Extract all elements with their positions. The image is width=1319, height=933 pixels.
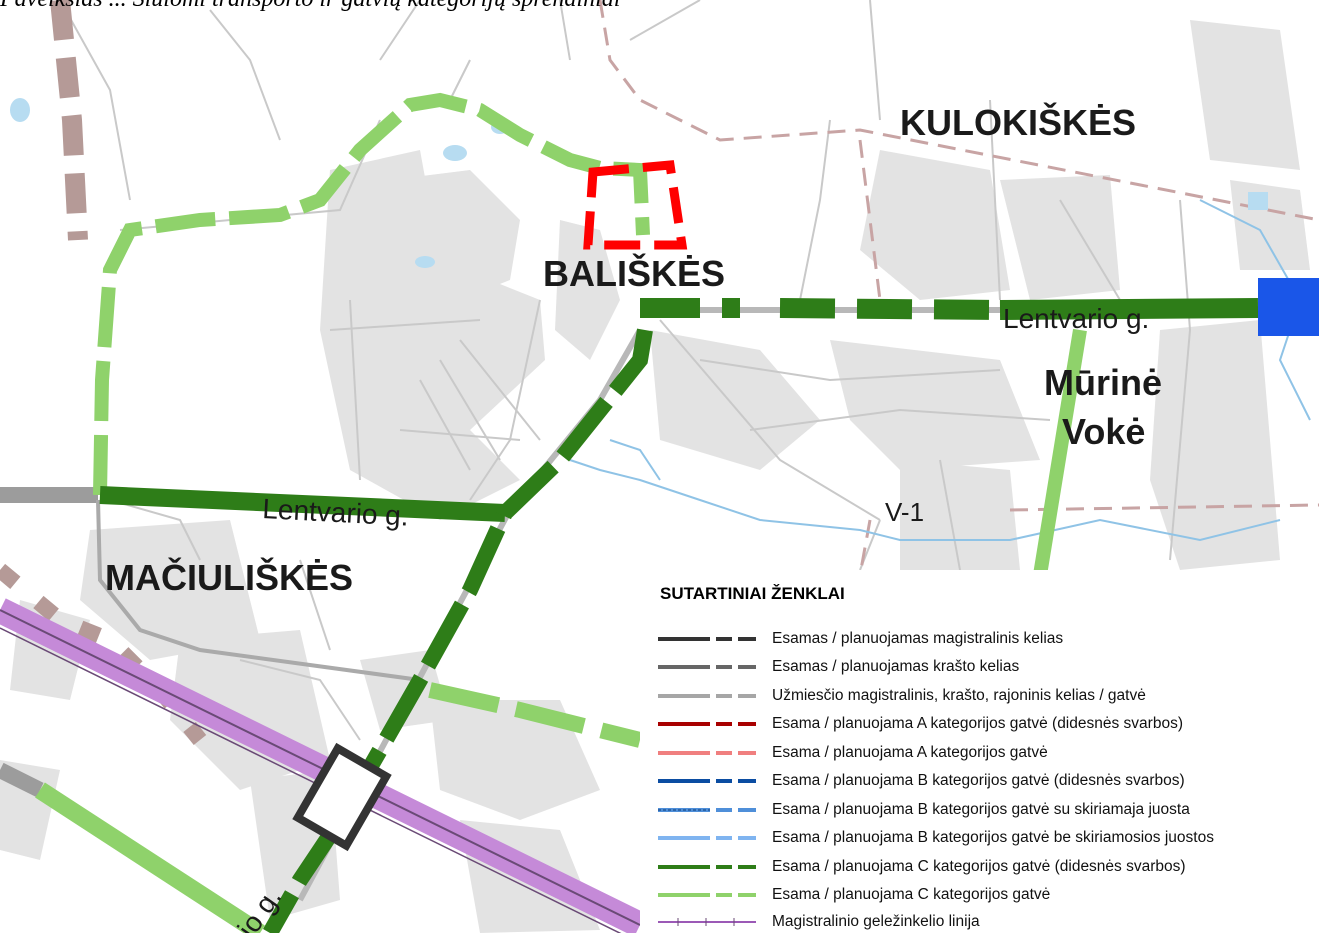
pink-line-icon (658, 751, 756, 755)
legend-item-b-nodivider: Esama / planuojama B kategorijos gatvė b… (658, 827, 1214, 849)
local-streets (59, 0, 1192, 741)
brown-southwest-road (0, 563, 207, 745)
label-lentvario-west: Lentvario g. (262, 493, 410, 532)
legend-label: Esama / planuojama B kategorijos gatvė (… (772, 772, 1185, 789)
label-voke: Vokė (1062, 411, 1145, 452)
c-category-street-east (1033, 328, 1087, 577)
legend-label: Esama / planuojama C kategorijos gatvė (… (772, 858, 1186, 875)
gray-line-icon (658, 665, 756, 669)
dark-green-line-icon (658, 865, 756, 869)
railway-line-icon (658, 918, 756, 926)
gray-connector (96, 499, 421, 682)
c-major-lentvario-west (99, 486, 506, 522)
label-maciuliskes: MAČIULIŠKĖS (105, 556, 353, 598)
label-v1: V-1 (885, 497, 924, 527)
legend-label: Esama / planuojama C kategorijos gatvė (772, 886, 1051, 903)
boundary-lines (598, 0, 1319, 576)
legend-item-b-major: Esama / planuojama B kategorijos gatvė (… (658, 770, 1185, 792)
legend-item-a: Esama / planuojama A kategorijos gatvė (658, 742, 1048, 764)
legend-label: Magistralinio geležinkelio linija (772, 913, 980, 930)
legend-title: SUTARTINIAI ŽENKLAI (660, 584, 845, 603)
legend-item-a-major: Esama / planuojama A kategorijos gatvė (… (658, 713, 1183, 735)
c-major-lentvario-east (640, 298, 1259, 320)
dark-red-line-icon (658, 722, 756, 726)
legend-label: Esama / planuojama B kategorijos gatvė b… (772, 829, 1214, 846)
c-category-street-loop (93, 92, 650, 496)
c-category-street-southeast (428, 682, 642, 748)
legend-panel: SUTARTINIAI ŽENKLAI Esamas / planuojamas… (640, 570, 1319, 933)
gray-regional-road (0, 487, 98, 798)
brown-main-road (50, 0, 88, 241)
legend-label: Esama / planuojama B kategorijos gatvė s… (772, 801, 1190, 818)
legend-item-railway: Magistralinio geležinkelio linija (658, 911, 980, 933)
railway-crossing-box[interactable] (292, 742, 392, 852)
dark-gray-line-icon (658, 637, 756, 641)
legend-label: Esamas / planuojamas krašto kelias (772, 658, 1020, 675)
highlight-area[interactable] (583, 160, 688, 250)
legend-label: Esama / planuojama A kategorijos gatvė (772, 744, 1048, 761)
dark-blue-line-icon (658, 779, 756, 783)
light-gray-line-icon (658, 694, 756, 698)
legend-item-magistralinis: Esamas / planuojamas magistralinis kelia… (658, 628, 1063, 650)
legend-label: Esama / planuojama A kategorijos gatvė (… (772, 715, 1183, 732)
figure-caption: Paveikslas ... Siūlomi transporto ir gat… (0, 0, 620, 13)
c-major-north-south (263, 328, 653, 933)
light-blue-line-icon (658, 836, 756, 840)
railway-station-marker[interactable] (1258, 278, 1319, 336)
legend-item-uzmiescio: Užmiesčio magistralinis, krašto, rajonin… (658, 685, 1146, 707)
legend-item-c-major: Esama / planuojama C kategorijos gatvė (… (658, 856, 1186, 878)
light-green-line-icon (658, 893, 756, 897)
label-murine: Mūrinė (1044, 362, 1162, 403)
legend-item-b-divider: Esama / planuojama B kategorijos gatvė s… (658, 799, 1190, 821)
legend-item-c: Esama / planuojama C kategorijos gatvė (658, 884, 1050, 906)
legend-label: Esamas / planuojamas magistralinis kelia… (772, 630, 1064, 647)
label-baliskes: BALIŠKĖS (543, 252, 725, 294)
blue-line-with-divider-icon (658, 808, 756, 812)
label-lentvario-east: Lentvario g. (1003, 303, 1149, 334)
legend-item-krasto: Esamas / planuojamas krašto kelias (658, 656, 1019, 678)
label-kulokiskes: KULOKIŠKĖS (900, 101, 1136, 143)
c-category-street-southwest (35, 782, 265, 933)
legend-label: Užmiesčio magistralinis, krašto, rajonin… (772, 687, 1146, 704)
